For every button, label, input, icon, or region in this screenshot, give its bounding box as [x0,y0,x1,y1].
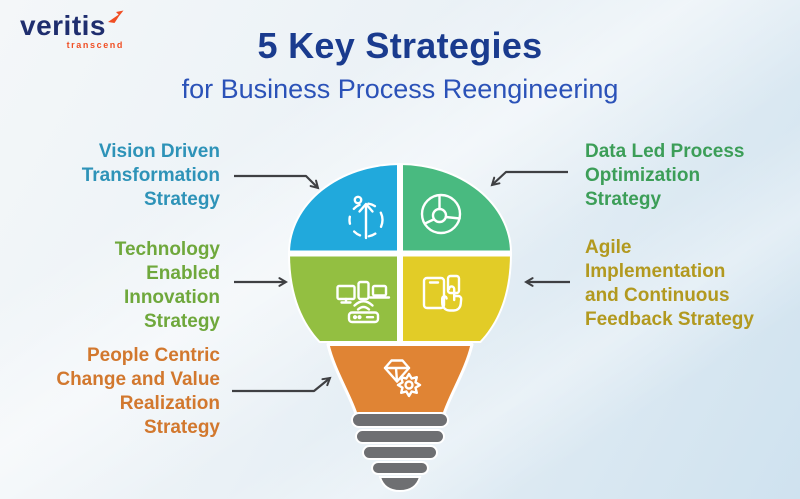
arrow-data [490,170,568,187]
label-technology-enabled-innovation: Technology Enabled Innovation Strategy [114,239,220,332]
segmented-wheel-icon [420,193,462,235]
bulb-glass [287,163,513,343]
veritis-logo: veritis transcend [20,10,124,50]
logo-tagline-text: transcend [66,40,124,50]
mobile-touch-icon [422,274,463,312]
vision-arrow-icon [348,195,384,240]
arrow-vision [234,174,320,190]
quadrant-agile [403,256,510,341]
label-agile-implementation-feedback: Agile Implementation and Continuous Feed… [585,237,754,330]
page-title: 5 Key Strategies [257,25,543,66]
bulb-neck [326,343,474,416]
quadrant-data [403,165,510,251]
diamond-gear-icon [383,359,422,398]
lightbulb-graphic [287,163,513,492]
bulb-screw-base [351,412,449,492]
header: 5 Key Strategies for Business Process Re… [0,25,800,105]
quadrant-technology [290,256,397,341]
label-people-centric-change: People Centric Change and Value Realizat… [56,345,220,438]
label-data-led-process-optimization: Data Led Process Optimization Strategy [585,141,745,210]
connected-devices-icon [336,280,391,324]
logo-flight-arrow-icon [108,10,124,23]
arrow-people [232,376,332,393]
page-subtitle: for Business Process Reengineering [181,74,619,104]
logo-brand-text: veritis [20,10,106,41]
quadrant-vision [290,165,397,251]
label-vision-driven-transformation: Vision Driven Transformation Strategy [81,141,220,210]
